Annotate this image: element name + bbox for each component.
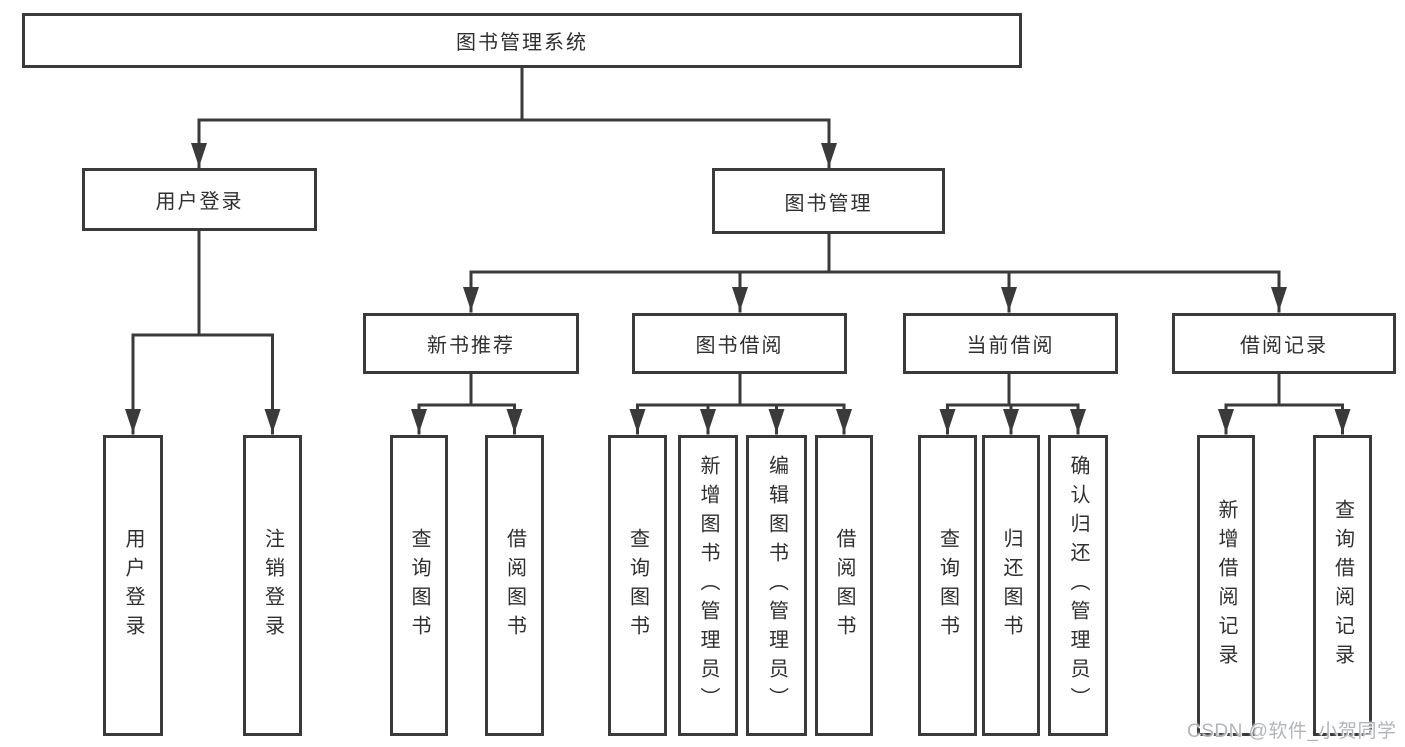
- node-borrow-records: 借阅记录: [1172, 313, 1396, 374]
- leaf-query-books-recommend: 查询图书: [390, 435, 448, 736]
- node-root-library-system: 图书管理系统: [22, 13, 1022, 68]
- node-book-management: 图书管理: [712, 168, 945, 234]
- node-current-borrow: 当前借阅: [903, 313, 1118, 374]
- leaf-confirm-return-admin: 确认归还（管理员）: [1048, 435, 1108, 736]
- node-user-login: 用户登录: [82, 168, 317, 231]
- leaf-edit-book-admin: 编辑图书（管理员）: [746, 435, 807, 736]
- node-new-book-recommend: 新书推荐: [363, 313, 579, 374]
- node-book-borrow: 图书借阅: [632, 313, 847, 374]
- leaf-query-borrow-record: 查询借阅记录: [1313, 435, 1372, 736]
- leaf-query-books-borrow: 查询图书: [608, 435, 667, 736]
- leaf-borrow-books: 借阅图书: [815, 435, 873, 736]
- leaf-borrow-books-recommend: 借阅图书: [485, 435, 544, 736]
- leaf-return-book: 归还图书: [982, 435, 1040, 736]
- leaf-query-books-current: 查询图书: [918, 435, 977, 736]
- leaf-logout: 注销登录: [243, 435, 302, 736]
- leaf-add-book-admin: 新增图书（管理员）: [678, 435, 738, 736]
- leaf-add-borrow-record: 新增借阅记录: [1197, 435, 1255, 736]
- leaf-user-login: 用户登录: [103, 435, 163, 736]
